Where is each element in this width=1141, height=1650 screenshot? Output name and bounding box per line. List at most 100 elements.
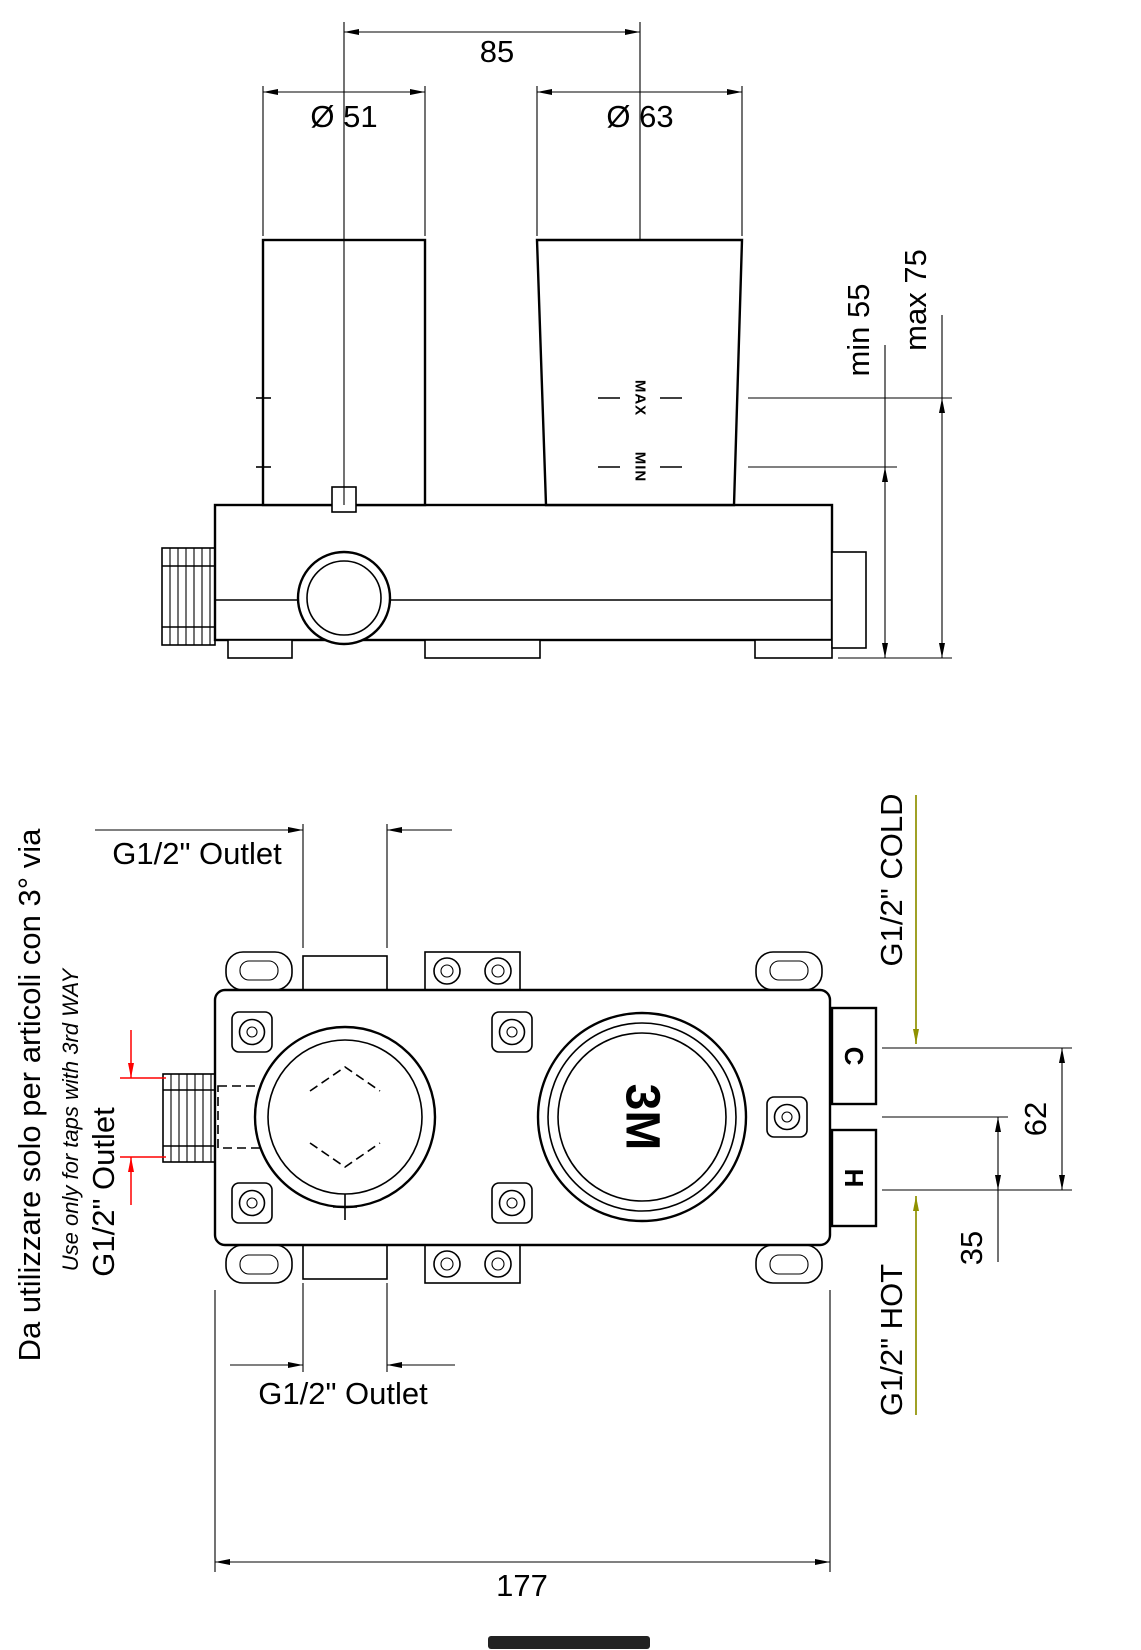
- cold-label: G1/2" COLD: [874, 794, 909, 967]
- body-foot: [424, 639, 541, 659]
- clamp-screw-inner: [491, 1257, 505, 1271]
- dim-depth-max-label: max 75: [898, 249, 933, 351]
- right-seat-outer: [536, 1011, 748, 1223]
- boss-hole: [506, 1197, 518, 1209]
- dim-depth-min-55: min 55: [748, 283, 897, 658]
- max-label: MAX: [632, 380, 649, 416]
- screw-bosses: [231, 1011, 808, 1224]
- left-seat-outer: [253, 1025, 437, 1209]
- cold-block-outline: [830, 1006, 878, 1106]
- top-outlet-block: [302, 955, 388, 991]
- third-way-callout: [120, 1030, 166, 1205]
- boss-ring: [498, 1189, 526, 1217]
- ear-slot: [769, 1254, 809, 1275]
- mounting-ear: [225, 951, 293, 991]
- clamp-screw-inner: [491, 964, 505, 978]
- note-english: Use only for taps with 3rd WAY: [58, 967, 83, 1271]
- screw-boss: [491, 1182, 533, 1224]
- boss-hole: [246, 1197, 258, 1209]
- brand-mark: 3M: [616, 1084, 669, 1151]
- hot-label: G1/2" HOT: [874, 1264, 909, 1416]
- dim-hot-offset-35: 35: [882, 1116, 1008, 1265]
- clamp-screw-inner: [440, 964, 454, 978]
- ear-slot: [239, 960, 279, 981]
- bottom-outlet-callout: G1/2" Outlet: [230, 1283, 455, 1411]
- clamp-brackets: [424, 951, 521, 1284]
- hex-fitting-outline: [162, 1073, 219, 1163]
- outlet-blocks: [302, 955, 388, 1280]
- boss-hole: [246, 1026, 258, 1038]
- min-marking: MIN: [598, 452, 682, 483]
- boss-hole: [506, 1026, 518, 1038]
- dim-177-label: 177: [496, 1568, 548, 1603]
- cold-mark: C: [839, 1047, 869, 1066]
- hex-fitting-outline: [161, 547, 216, 646]
- clamp-screw-inner: [440, 1257, 454, 1271]
- mounting-ear: [225, 1244, 293, 1284]
- boss-ring: [773, 1103, 801, 1131]
- hot-port-block: H: [830, 1128, 878, 1228]
- min-label: MIN: [632, 452, 649, 483]
- hot-mark: H: [839, 1169, 869, 1188]
- dim-dia-51-label: Ø 51: [310, 99, 377, 134]
- hidden-chevron: [309, 1142, 381, 1168]
- hex-fitting-plan: [162, 1073, 219, 1163]
- front-outlet-port-inner: [306, 560, 382, 636]
- elevation-view: 85 Ø 51 Ø 63: [161, 22, 952, 659]
- mounting-ear: [755, 1244, 823, 1284]
- note-italian: Da utilizzare solo per articoli con 3° v…: [12, 828, 47, 1361]
- hex-fitting-elevation: [161, 547, 216, 646]
- clamp-screw: [484, 957, 512, 985]
- large-cartridge-outline: [535, 238, 744, 507]
- third-way-outlet-label: G1/2" Outlet: [86, 1107, 121, 1277]
- knurl-lines: [170, 1074, 212, 1162]
- dim-pitch-85-label: 85: [480, 34, 514, 69]
- dim-body-width-177: 177: [214, 1290, 831, 1603]
- ear-slot: [769, 960, 809, 981]
- large-cartridge: MAX MIN: [535, 238, 744, 507]
- boss-ring: [238, 1189, 266, 1217]
- mounting-ear: [755, 951, 823, 991]
- boss-ring: [498, 1018, 526, 1046]
- boss-ring: [238, 1018, 266, 1046]
- top-outlet-callout: G1/2" Outlet: [95, 824, 452, 948]
- right-seat-inner: [557, 1032, 727, 1202]
- dim-pitch-85: 85: [344, 29, 640, 69]
- dim-port-pitch-62: 62: [882, 1047, 1072, 1191]
- bottom-outlet-block: [302, 1244, 388, 1280]
- small-cartridge: [256, 238, 427, 513]
- body-foot: [227, 639, 293, 659]
- right-valve-seat: 3M: [536, 1011, 748, 1223]
- dim-dia-63-label: Ø 63: [606, 99, 673, 134]
- mounting-ears: [225, 951, 823, 1284]
- screw-boss: [231, 1182, 273, 1224]
- bottom-bar: [488, 1636, 650, 1649]
- hidden-chevron: [309, 1066, 381, 1092]
- dim-dia-63: Ø 63: [536, 86, 743, 236]
- hot-block-outline: [830, 1128, 878, 1228]
- bottom-outlet-label: G1/2" Outlet: [258, 1376, 428, 1411]
- clamp-screw: [433, 957, 461, 985]
- dim-depth-min-label: min 55: [841, 283, 876, 376]
- dim-35-label: 35: [954, 1231, 989, 1265]
- ear-slot: [239, 1254, 279, 1275]
- boss-hole: [781, 1111, 793, 1123]
- dim-depth-max-75: max 75: [748, 249, 952, 659]
- valve-body-elevation: [213, 503, 867, 659]
- plan-view: Da utilizzare solo per articoli con 3° v…: [12, 794, 1072, 1603]
- front-outlet-port: [296, 550, 392, 646]
- screw-boss: [231, 1011, 273, 1053]
- max-marking: MAX: [598, 380, 682, 416]
- clamp-screw: [484, 1250, 512, 1278]
- right-seat-ring: [547, 1022, 737, 1212]
- dim-62-label: 62: [1018, 1102, 1053, 1136]
- cold-port-block: C: [830, 1006, 878, 1106]
- body-foot: [754, 639, 833, 659]
- left-valve-seat: [253, 1025, 437, 1220]
- knurl-lines: [169, 548, 211, 645]
- clamp-screw: [433, 1250, 461, 1278]
- dim-dia-51: Ø 51: [262, 86, 426, 236]
- side-port-block: [831, 551, 867, 649]
